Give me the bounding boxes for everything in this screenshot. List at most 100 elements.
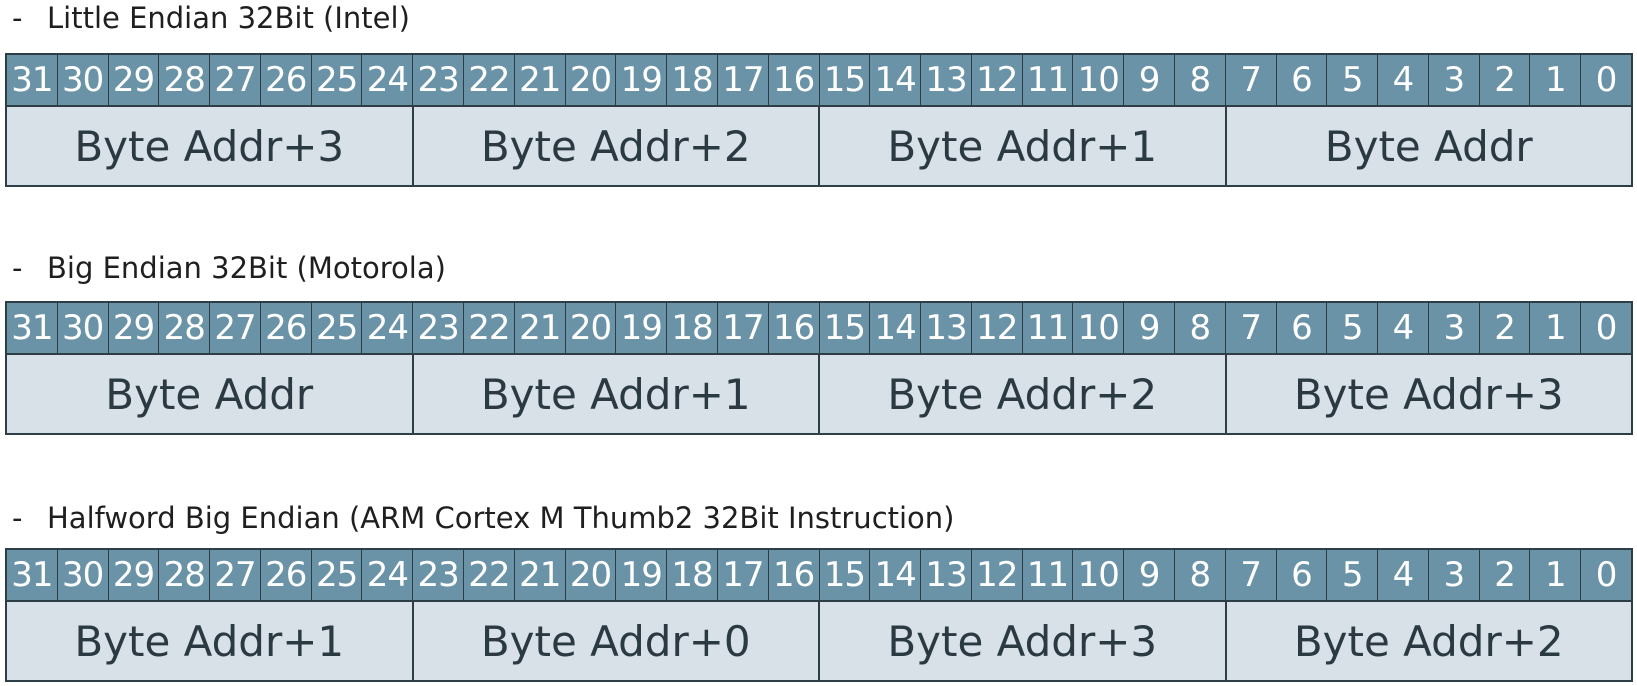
bit-cell-21: 21 — [515, 55, 566, 105]
bit-cell-16: 16 — [769, 303, 820, 353]
bit-cell-17: 17 — [718, 55, 769, 105]
bit-cell-6: 6 — [1277, 550, 1328, 600]
bit-cell-21: 21 — [515, 550, 566, 600]
bullet-dash: - — [12, 501, 23, 535]
bit-cell-22: 22 — [464, 550, 515, 600]
byte-row: Byte Addr+1 Byte Addr+0 Byte Addr+3 Byte… — [7, 602, 1631, 680]
byte-cell: Byte Addr+3 — [820, 602, 1227, 680]
bit-cell-23: 23 — [413, 303, 465, 353]
byte-cell: Byte Addr — [1324, 121, 1533, 171]
bit-cell-19: 19 — [616, 303, 668, 353]
section-title-text: Little Endian 32Bit (Intel) — [47, 1, 410, 35]
bit-cell-31: 31 — [7, 303, 58, 353]
bit-cell-1: 1 — [1530, 303, 1582, 353]
byte-cell: Byte Addr+3 — [1293, 369, 1564, 419]
bit-cell-10: 10 — [1073, 55, 1125, 105]
bit-cell-28: 28 — [159, 55, 211, 105]
bit-cell-13: 13 — [921, 55, 972, 105]
bit-cell-10: 10 — [1073, 550, 1125, 600]
bit-cell-23: 23 — [413, 55, 465, 105]
byte-cell: Byte Addr+1 — [414, 355, 820, 433]
byte-cell: Byte Addr+3 — [7, 107, 414, 185]
bit-cell-18: 18 — [667, 550, 718, 600]
bit-cell-14: 14 — [870, 550, 922, 600]
section-title-text: Halfword Big Endian (ARM Cortex M Thumb2… — [47, 501, 955, 535]
bit-cell-8: 8 — [1175, 303, 1226, 353]
bit-cell-8: 8 — [1175, 550, 1226, 600]
bit-cell-22: 22 — [464, 55, 515, 105]
bit-cell-7: 7 — [1226, 303, 1277, 353]
bit-cell-28: 28 — [159, 303, 211, 353]
bit-cell-23: 23 — [413, 550, 465, 600]
bit-cell-10: 10 — [1073, 303, 1125, 353]
bit-cell-3: 3 — [1429, 55, 1480, 105]
bit-cell-21: 21 — [515, 303, 566, 353]
bit-cell-9: 9 — [1124, 303, 1175, 353]
section-title-text: Big Endian 32Bit (Motorola) — [47, 251, 446, 285]
bit-cell-0: 0 — [1595, 308, 1618, 348]
byte-cell: Byte Addr — [7, 355, 414, 433]
bit-cell-26: 26 — [261, 550, 312, 600]
bit-cell-26: 26 — [261, 55, 312, 105]
bit-cell-8: 8 — [1175, 55, 1226, 105]
bit-cell-12: 12 — [972, 55, 1023, 105]
bit-cell-5: 5 — [1327, 550, 1379, 600]
bit-cell-27: 27 — [210, 55, 261, 105]
byte-cell: Byte Addr+1 — [820, 107, 1227, 185]
byte-cell: Byte Addr+2 — [1293, 616, 1564, 666]
bit-cell-13: 13 — [921, 550, 972, 600]
bit-cell-22: 22 — [464, 303, 515, 353]
bit-cell-9: 9 — [1124, 55, 1175, 105]
bit-cell-6: 6 — [1277, 55, 1328, 105]
bit-cell-30: 30 — [58, 550, 109, 600]
bit-cell-29: 29 — [109, 55, 160, 105]
bit-cell-19: 19 — [616, 550, 668, 600]
bit-cell-27: 27 — [210, 303, 261, 353]
section-title-big-endian: -Big Endian 32Bit (Motorola) — [12, 248, 446, 288]
bit-cell-20: 20 — [566, 550, 617, 600]
bit-cell-11: 11 — [1023, 550, 1074, 600]
bit-cell-15: 15 — [820, 550, 871, 600]
bit-cell-16: 16 — [769, 55, 820, 105]
byte-cell: Byte Addr+0 — [414, 602, 820, 680]
bit-cell-1: 1 — [1530, 55, 1582, 105]
bit-cell-14: 14 — [870, 55, 922, 105]
bit-cell-13: 13 — [921, 303, 972, 353]
bit-cell-11: 11 — [1023, 303, 1074, 353]
bit-cell-3: 3 — [1429, 550, 1480, 600]
bit-cell-17: 17 — [718, 303, 769, 353]
bit-cell-0: 0 — [1595, 555, 1618, 595]
bit-cell-12: 12 — [972, 550, 1023, 600]
bullet-dash: - — [12, 251, 23, 285]
bit-cell-25: 25 — [312, 550, 363, 600]
bit-cell-29: 29 — [109, 303, 160, 353]
byte-row: Byte Addr+3 Byte Addr+2 Byte Addr+1 Byte… — [7, 107, 1631, 185]
bit-cell-4: 4 — [1378, 303, 1429, 353]
bit-cell-30: 30 — [58, 303, 109, 353]
bit-cell-24: 24 — [362, 550, 414, 600]
bit-cell-16: 16 — [769, 550, 820, 600]
bit-cell-12: 12 — [972, 303, 1023, 353]
bit-cell-0: 0 — [1595, 60, 1618, 100]
bit-cell-14: 14 — [870, 303, 922, 353]
bit-cell-1: 1 — [1530, 550, 1582, 600]
bit-cell-3: 3 — [1429, 303, 1480, 353]
bit-cell-17: 17 — [718, 550, 769, 600]
bit-cell-11: 11 — [1023, 55, 1074, 105]
bit-cell-15: 15 — [820, 55, 871, 105]
bit-cell-9: 9 — [1124, 550, 1175, 600]
bit-cell-5: 5 — [1327, 303, 1379, 353]
bit-cell-2: 2 — [1480, 303, 1531, 353]
bit-cell-27: 27 — [210, 550, 261, 600]
bit-cell-24: 24 — [362, 55, 414, 105]
byte-row: Byte Addr Byte Addr+1 Byte Addr+2 Byte A… — [7, 355, 1631, 433]
bit-cell-20: 20 — [566, 303, 617, 353]
bit-cell-31: 31 — [7, 550, 58, 600]
byte-cell: Byte Addr+2 — [820, 355, 1227, 433]
bit-cell-28: 28 — [159, 550, 211, 600]
